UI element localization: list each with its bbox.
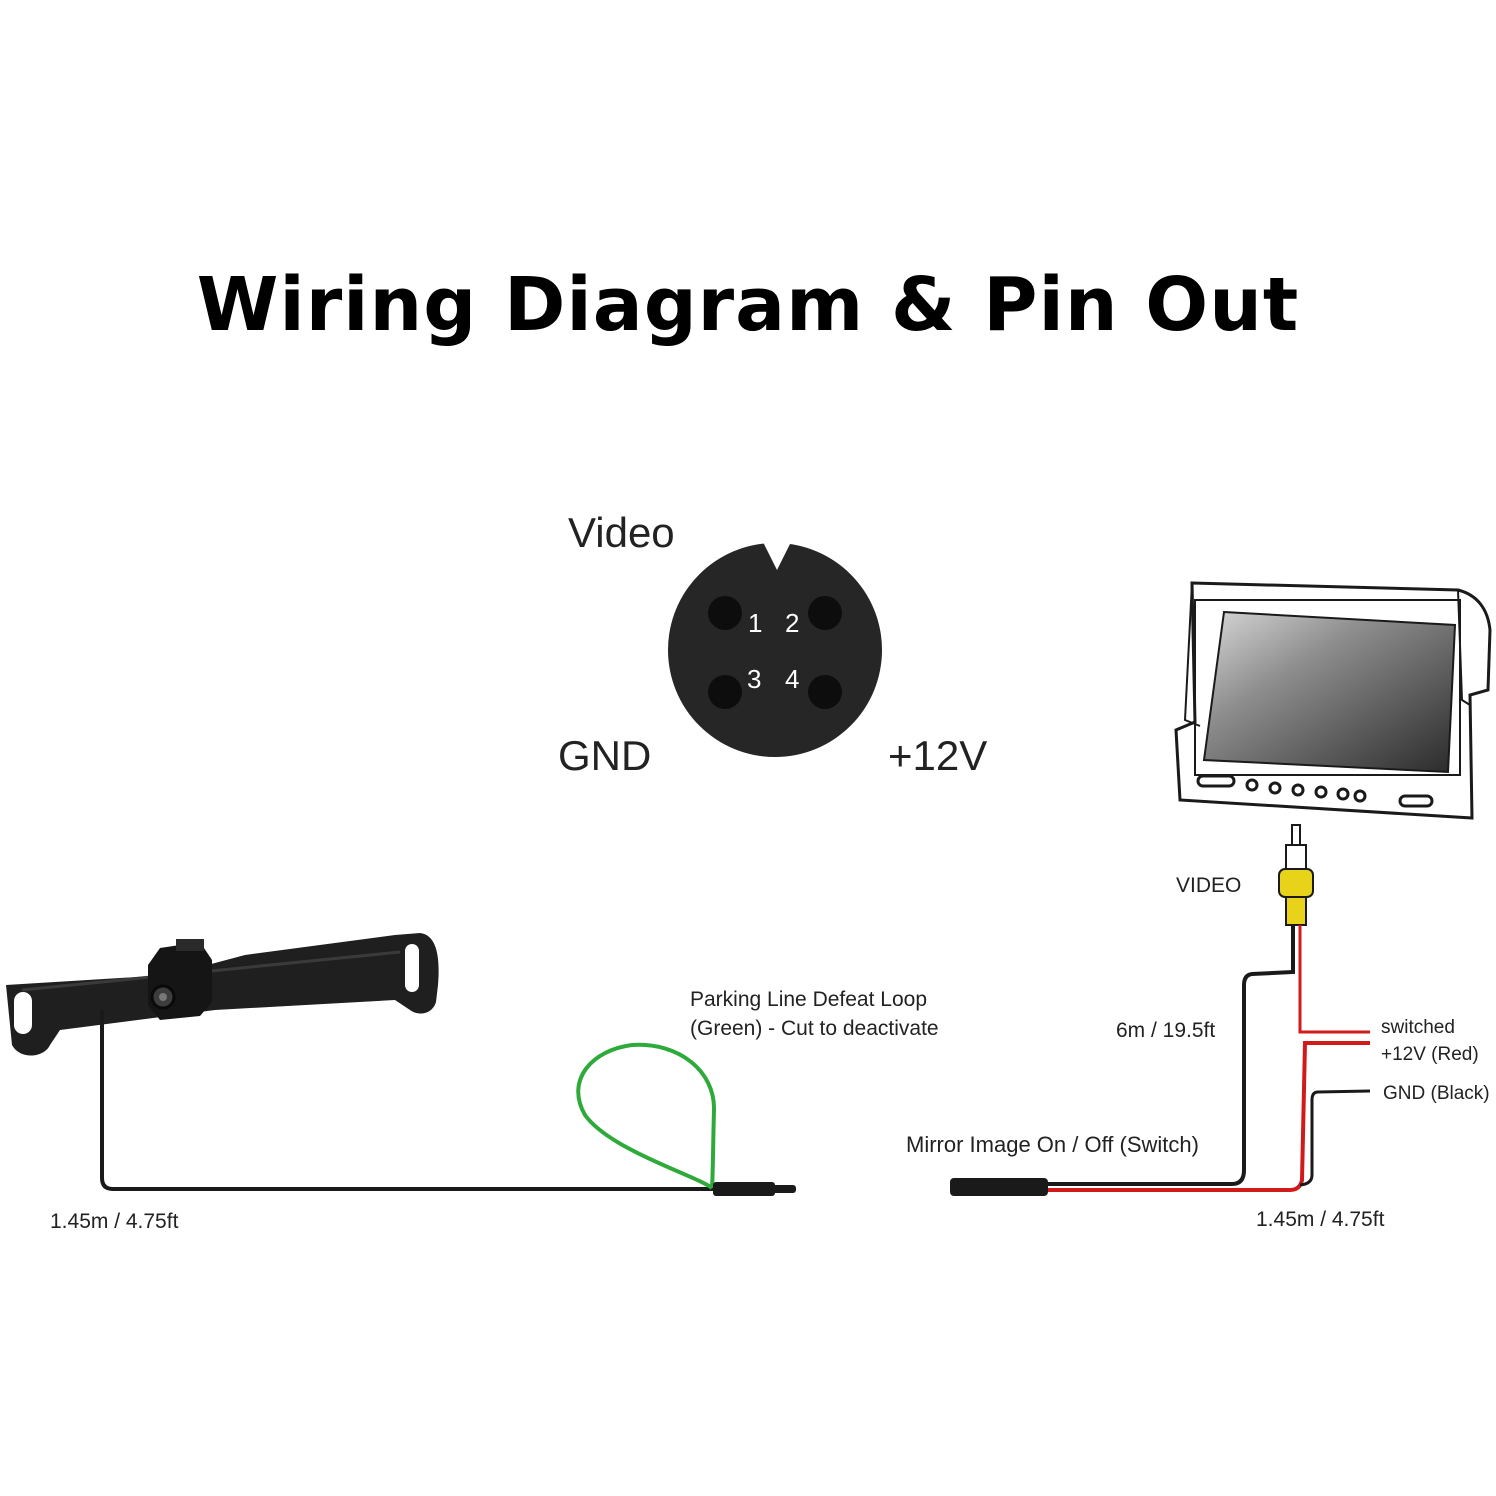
pin-3-label: 3 — [747, 664, 761, 694]
gnd-black-label: GND (Black) — [1383, 1083, 1490, 1104]
monitor-connector-female — [950, 1178, 1048, 1196]
extension-length-label: 6m / 19.5ft — [1116, 1019, 1215, 1042]
monitor-button-5 — [1336, 787, 1350, 801]
monitor-screen — [1202, 610, 1457, 774]
monitor-cable-length: 1.45m / 4.75ft — [1256, 1208, 1385, 1231]
parking-line-label-2: (Green) - Cut to deactivate — [690, 1017, 939, 1040]
pin-4-hole — [808, 675, 842, 709]
monitor-button-6 — [1353, 789, 1367, 803]
monitor — [1174, 581, 1492, 820]
page-title: Wiring Diagram & Pin Out — [196, 262, 1300, 348]
mirror-switch-label: Mirror Image On / Off (Switch) — [906, 1132, 1199, 1157]
pin-gnd-label: GND — [558, 732, 651, 779]
pin-12v-label: +12V — [888, 732, 987, 779]
pin-1-label: 1 — [748, 608, 762, 638]
pin-video-label: Video — [568, 509, 675, 556]
video-rca-label: VIDEO — [1176, 874, 1241, 897]
backup-camera — [6, 933, 439, 1056]
pin-1-hole — [708, 596, 742, 630]
camera-cable — [100, 1010, 715, 1191]
monitor-button-1 — [1245, 778, 1259, 792]
monitor-button-3 — [1291, 783, 1305, 797]
black-wire-from-rca — [1045, 925, 1295, 1186]
switched-label-1: switched — [1381, 1017, 1455, 1038]
pin-2-hole — [808, 596, 842, 630]
rca-video-plug — [1278, 824, 1314, 926]
pinout-connector: 1 2 3 4 — [668, 540, 882, 757]
pin-4-label: 4 — [785, 664, 799, 694]
red-wire-from-rca — [1298, 925, 1370, 1034]
camera-cable-length: 1.45m / 4.75ft — [50, 1210, 179, 1233]
parking-line-defeat-loop — [576, 1042, 717, 1190]
monitor-button-2 — [1268, 781, 1282, 795]
pin-2-label: 2 — [785, 608, 799, 638]
switched-label-2: +12V (Red) — [1381, 1044, 1479, 1065]
monitor-button-4 — [1314, 785, 1328, 799]
parking-line-label-1: Parking Line Defeat Loop — [690, 988, 927, 1011]
black-ground-wire — [1299, 1089, 1371, 1187]
pin-3-hole — [708, 675, 742, 709]
red-power-wire — [1045, 1041, 1370, 1192]
camera-connector-male — [713, 1182, 775, 1196]
